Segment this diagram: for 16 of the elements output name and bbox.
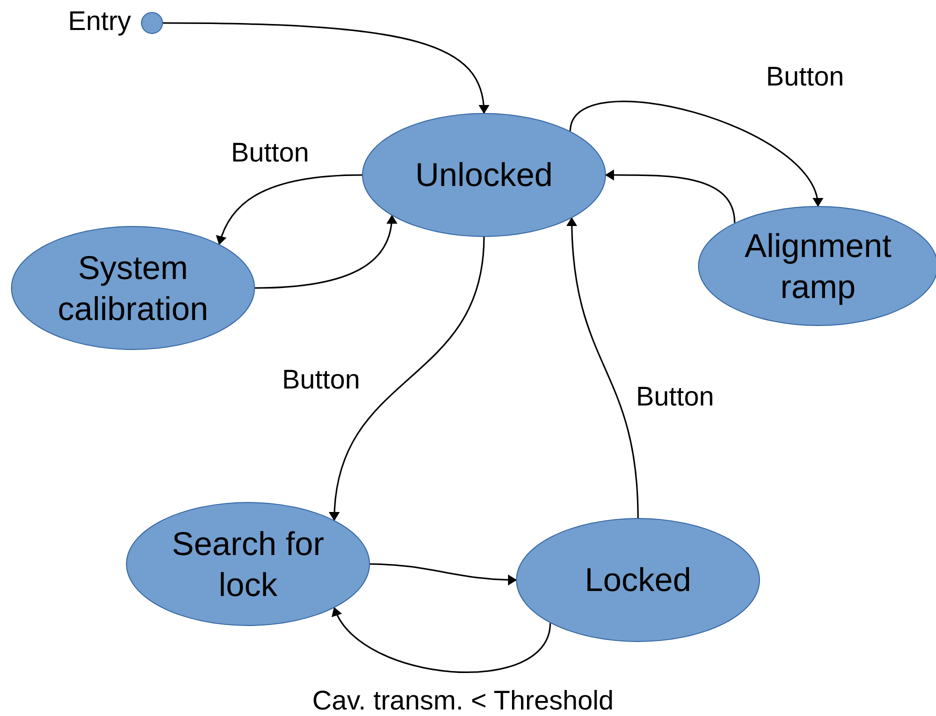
arrow (217, 174, 362, 246)
arrow (163, 22, 488, 114)
arrow (334, 607, 551, 673)
arrow (605, 170, 736, 223)
arrow (568, 217, 639, 518)
state-name: Locked (584, 560, 692, 600)
state-name: Alignment ramp (744, 226, 892, 307)
start-dot (141, 12, 163, 34)
arrow (570, 100, 820, 207)
arrow (330, 236, 485, 522)
state-name: System calibration (56, 248, 210, 329)
state-label: Entry (68, 6, 131, 37)
arrow (254, 214, 396, 289)
state-name: Unlocked (415, 155, 553, 196)
state-name: Search for lock (170, 524, 326, 605)
arrow (370, 563, 517, 584)
